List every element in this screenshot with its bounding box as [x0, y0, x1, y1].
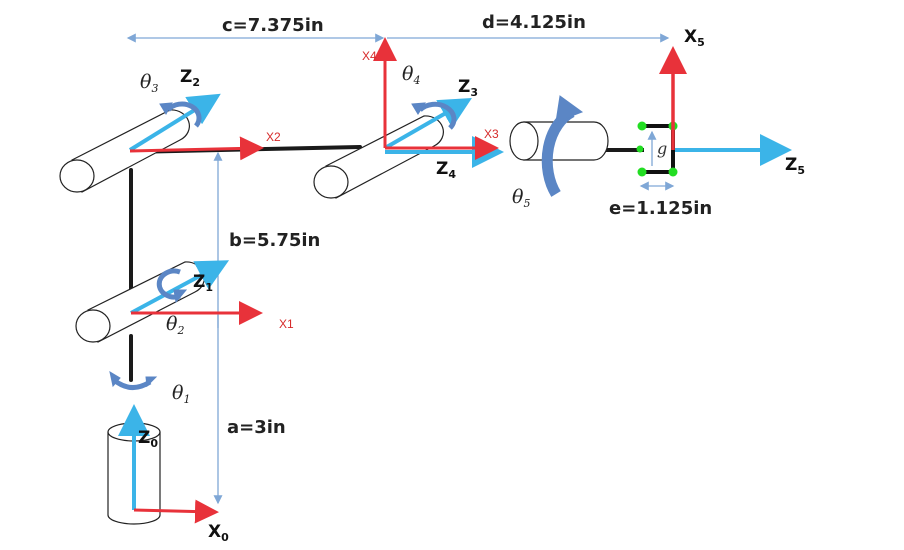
- theta2-rotation-arrow: [156, 268, 181, 300]
- dimension-label-b: b=5.75in: [229, 230, 320, 251]
- joint-cylinder-1: [75, 261, 205, 343]
- theta4-rotation-arrow: [418, 101, 457, 130]
- x0-axis: [133, 499, 219, 524]
- theta3-rotation-arrow: [166, 101, 202, 128]
- theta3-label: θ3: [140, 71, 158, 95]
- x0-label: X0: [208, 522, 229, 544]
- z2-axis: [128, 93, 221, 152]
- theta2-label: θ2: [166, 313, 184, 337]
- z1-label: Z1: [193, 272, 213, 294]
- z5-label: Z5: [785, 155, 805, 177]
- gripper-label: g: [657, 139, 667, 158]
- theta5-label: θ5: [512, 186, 530, 210]
- rotation-arrows: [109, 95, 584, 390]
- z4-label: Z4: [436, 159, 456, 181]
- z-axes: [118, 93, 792, 510]
- dimension-label-e: e=1.125in: [609, 198, 712, 219]
- z2-label: Z2: [180, 67, 200, 89]
- x4-label: X4: [362, 49, 377, 63]
- dimension-lines: [126, 33, 675, 505]
- x-axes: [129, 37, 687, 524]
- links: [128, 145, 642, 382]
- x2-label: X2: [266, 130, 281, 144]
- gripper-contact: [636, 145, 644, 153]
- z0-label: Z0: [138, 428, 158, 450]
- gripper-contact: [637, 167, 647, 177]
- dimension-label-c: c=7.375in: [222, 15, 324, 36]
- gripper-contact: [637, 121, 647, 131]
- x2-axis: [129, 136, 264, 161]
- joint-cylinder-3: [313, 115, 444, 199]
- x1-label: X1: [279, 317, 294, 331]
- z3-label: Z3: [458, 77, 478, 99]
- x3-label: X3: [484, 127, 499, 141]
- x5-label: X5: [684, 27, 705, 49]
- dimension-label-d: d=4.125in: [482, 12, 586, 33]
- z1-axis: [130, 260, 230, 315]
- dimension-label-a: a=3in: [227, 417, 286, 438]
- theta1-label: θ1: [172, 382, 190, 406]
- gripper-contact: [668, 167, 678, 177]
- theta4-label: θ4: [402, 63, 420, 87]
